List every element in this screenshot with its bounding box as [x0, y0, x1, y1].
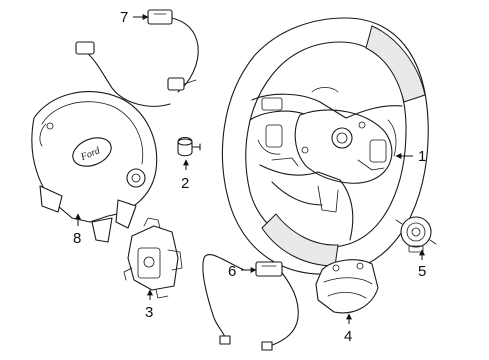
callout-8: 8: [73, 213, 81, 247]
driver-airbag: Ford: [31, 91, 158, 243]
horn-clip-part: [177, 136, 201, 157]
steering-wheel: [221, 17, 429, 275]
callout-4-label: 4: [344, 328, 352, 345]
callout-7: 7: [120, 9, 149, 26]
callout-3-label: 3: [145, 304, 153, 321]
lower-cover: [315, 259, 379, 314]
callout-6: 6: [228, 263, 257, 280]
callout-2: 2: [181, 159, 189, 192]
callout-5-label: 5: [418, 263, 426, 280]
clock-spring: [395, 216, 437, 253]
wire-harness-lower: [202, 253, 299, 351]
callout-1: 1: [395, 148, 426, 165]
callout-6-label: 6: [228, 263, 236, 280]
callout-8-label: 8: [73, 230, 81, 247]
callout-2-label: 2: [181, 175, 189, 192]
callout-5: 5: [418, 249, 426, 280]
switch-module: [123, 217, 183, 299]
callout-7-label: 7: [120, 9, 128, 26]
callout-1-label: 1: [418, 148, 426, 165]
callout-3: 3: [145, 289, 153, 321]
callout-4: 4: [344, 313, 352, 345]
